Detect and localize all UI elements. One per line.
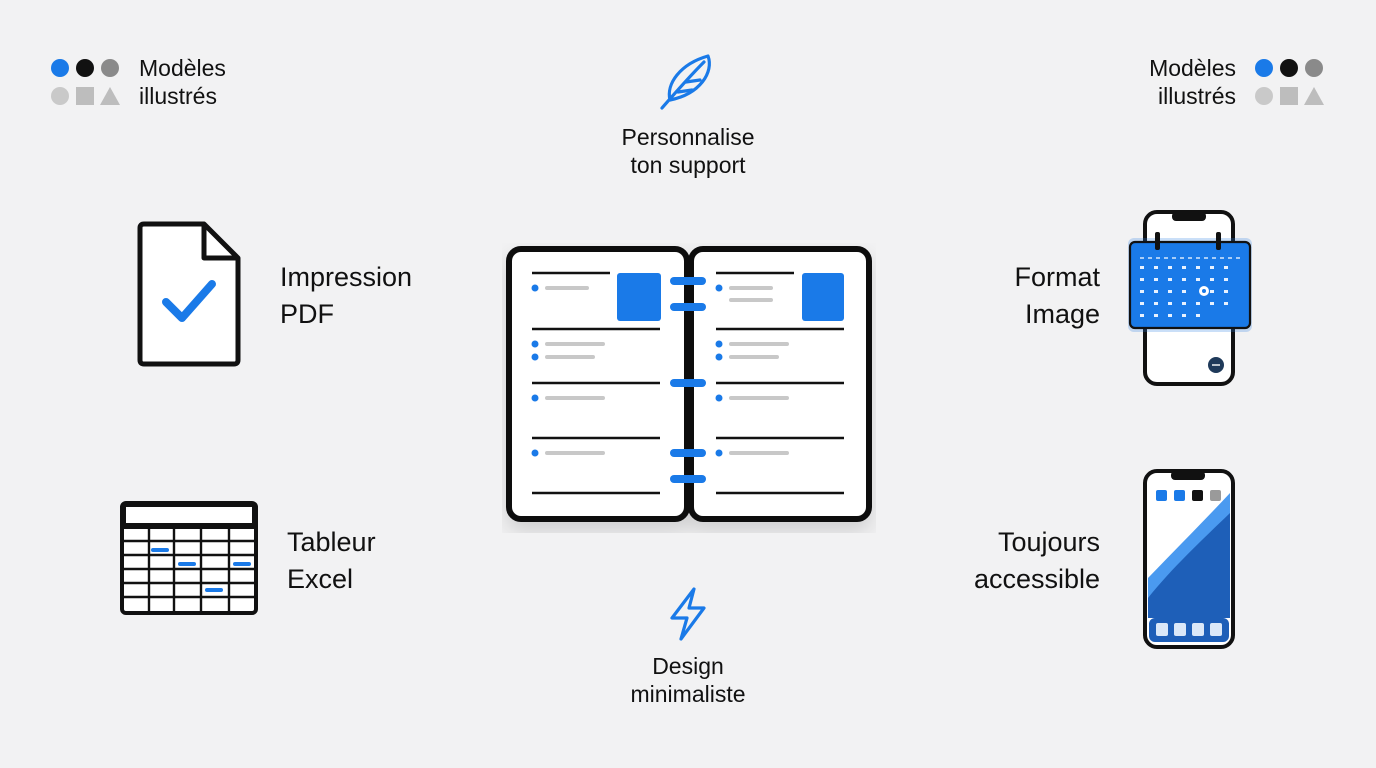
shapes-palette-icon-left — [50, 57, 122, 107]
spreadsheet-icon — [119, 500, 259, 616]
badge-left-label: Modèles illustrés — [139, 55, 226, 109]
feather-icon — [656, 50, 720, 114]
smartphone-icon — [1142, 468, 1238, 650]
feature-label-toujours-accessible: Toujours accessible — [973, 527, 1100, 594]
document-check-icon — [134, 220, 244, 368]
phone-calendar-icon — [1122, 208, 1258, 390]
open-planner-icon — [502, 243, 876, 533]
top-feature-label: Personnalise ton support — [621, 124, 755, 178]
shapes-palette-icon-right — [1254, 57, 1326, 107]
badge-right-label: Modèles illustrés — [1149, 55, 1236, 109]
lightning-icon — [666, 586, 710, 642]
feature-label-impression-pdf: Impression PDF — [280, 262, 413, 329]
bottom-feature-label: Design minimaliste — [630, 653, 746, 707]
feature-label-format-image: Format Image — [1014, 262, 1100, 329]
feature-label-tableur-excel: Tableur Excel — [287, 527, 376, 594]
